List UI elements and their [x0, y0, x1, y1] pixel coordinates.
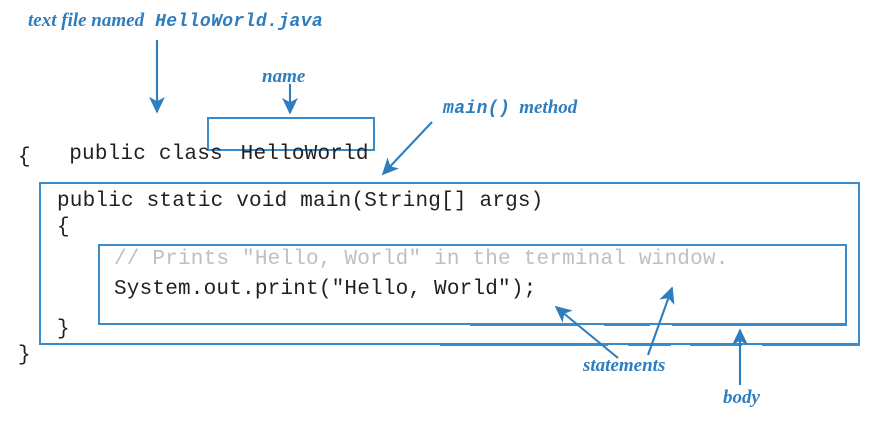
main-method-arrow	[381, 121, 433, 176]
file-name-annotation-prefix: text file named	[28, 10, 145, 31]
body-annotation: body	[723, 387, 760, 408]
comment-line: // Prints "Hello, World" in the terminal…	[114, 248, 729, 271]
main-method-annotation-mono: main()	[443, 99, 511, 119]
main-method-annotation: main() method	[443, 97, 577, 119]
class-decl-keyword: public class	[69, 143, 236, 166]
file-name-annotation-value: HelloWorld.java	[155, 12, 324, 32]
class-open-brace: {	[18, 146, 31, 169]
statements-arrow-right	[647, 286, 675, 356]
main-method-annotation-italic: method	[519, 97, 578, 118]
statements-annotation: statements	[583, 355, 666, 376]
statement-line: System.out.print("Hello, World");	[114, 278, 537, 301]
class-close-brace: }	[18, 344, 31, 367]
class-name-box	[207, 117, 375, 151]
method-signature-line: public static void main(String[] args)	[57, 190, 544, 213]
method-open-brace: {	[57, 216, 70, 239]
file-name-annotation: text file named HelloWorld.java	[28, 10, 323, 32]
statements-arrow-left	[554, 305, 619, 359]
name-annotation: name	[262, 66, 306, 87]
method-close-brace: }	[57, 318, 70, 341]
class-declaration-line: public class HelloWorld	[18, 120, 369, 189]
class-name-text: HelloWorld	[240, 143, 369, 166]
